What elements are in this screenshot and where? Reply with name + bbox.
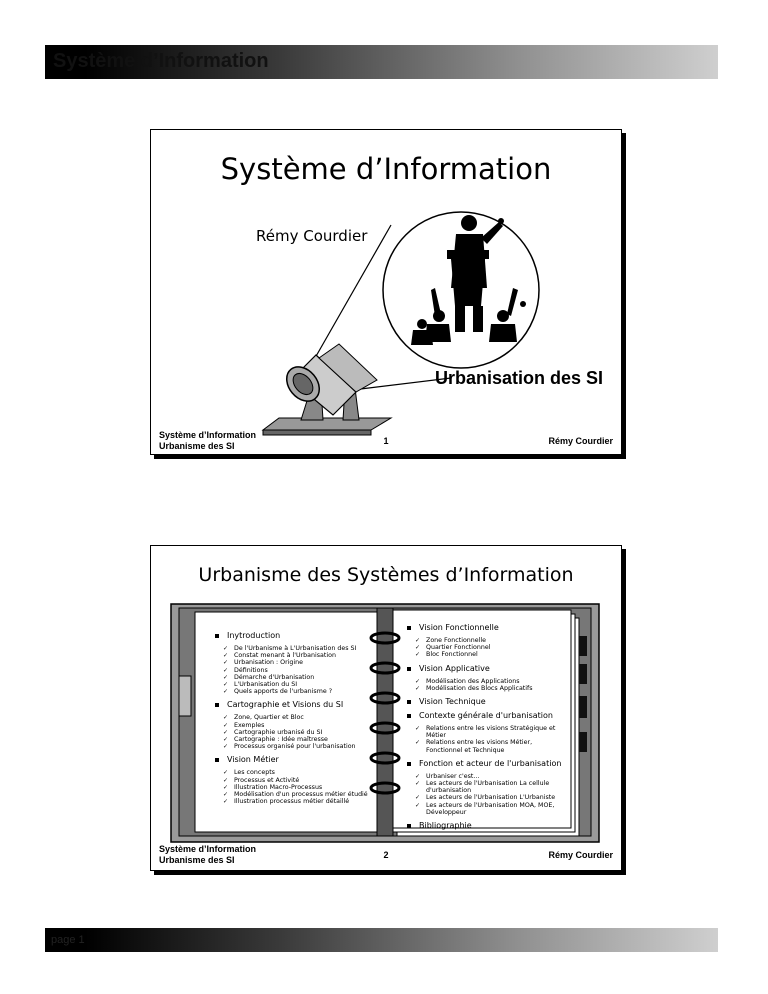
slide-1-subtitle: Urbanisation des SI <box>434 368 603 388</box>
slide-2-page-number: 2 <box>383 850 389 860</box>
toc-item: De l'Urbanisme à L'Urbanisation des SI <box>215 645 375 652</box>
header-bar: Système d’Information <box>45 45 718 79</box>
slide-1-footer-left: Système d’Information Urbanisme des SI <box>159 430 256 452</box>
header-title: Système d’Information <box>53 50 269 72</box>
toc-section-title: Vision Métier <box>215 756 375 764</box>
toc-item: Zone, Quartier et Bloc <box>215 714 375 721</box>
toc-item: Zone Fonctionnelle <box>407 637 567 644</box>
toc-section: Inytroduction De l'Urbanisme à L'Urbanis… <box>215 632 375 696</box>
footer-bar: page 1 <box>45 928 718 952</box>
toc-item: Processus et Activité <box>215 777 375 784</box>
toc-left-column: Inytroduction De l'Urbanisme à L'Urbanis… <box>215 632 375 811</box>
toc-item: Constat menant à l'Urbanisation <box>215 652 375 659</box>
slide-2-title: Urbanisme des Systèmes d’Information <box>198 564 574 586</box>
footer-course: Système d’Information <box>159 430 257 440</box>
binder-rings <box>369 631 401 795</box>
speaker-icon <box>411 215 526 345</box>
toc-section: Fonction et acteur de l'urbanisation Urb… <box>407 759 567 816</box>
toc-section: Vision Technique <box>407 698 567 706</box>
toc-item: Processus organisé pour l'urbanisation <box>215 743 375 750</box>
toc-section-title: Vision Fonctionnelle <box>407 624 567 632</box>
toc-item: Démarche d'Urbanisation <box>215 674 375 681</box>
toc-right-column: Vision Fonctionnelle Zone Fonctionnelle … <box>407 624 567 836</box>
toc-section-title: Vision Applicative <box>407 664 567 673</box>
toc-section: Vision Fonctionnelle Zone Fonctionnelle … <box>407 624 567 659</box>
toc-section-title: Contexte générale d'urbanisation <box>407 712 567 720</box>
toc-section: Vision Applicative Modélisation des Appl… <box>407 664 567 692</box>
slide-1-footer-author: Rémy Courdier <box>548 436 613 446</box>
footer-course: Système d’Information <box>159 844 257 854</box>
projector-illustration <box>261 211 540 436</box>
slide-2: Urbanisme des Systèmes d’Information Iny… <box>150 545 622 871</box>
toc-section: Bibliographie <box>407 822 567 830</box>
toc-item: Bloc Fonctionnel <box>407 651 567 658</box>
toc-item: Quels apports de l'urbanisme ? <box>215 688 375 695</box>
toc-item: L'Urbanisation du SI <box>215 681 375 688</box>
footer-module: Urbanisme des SI <box>159 441 235 451</box>
toc-section: Cartographie et Visions du SI Zone, Quar… <box>215 701 375 751</box>
toc-item: Modélisation des Blocs Applicatifs <box>407 685 567 692</box>
toc-section-title: Vision Technique <box>407 698 567 706</box>
toc-item: Quartier Fonctionnel <box>407 644 567 651</box>
toc-item: Illustration Macro-Processus <box>215 784 375 791</box>
toc-section-title: Inytroduction <box>215 632 375 640</box>
slide-2-footer-left: Système d’Information Urbanisme des SI <box>159 844 256 866</box>
toc-item: Cartographie : Idée maîtresse <box>215 736 375 743</box>
toc-item: Les concepts <box>215 769 375 776</box>
toc-item: Urbanisation : Origine <box>215 659 375 666</box>
toc-item: Urbaniser c'est… <box>407 773 567 780</box>
slide-2-footer-author: Rémy Courdier <box>548 850 613 860</box>
slide-1-title: Système d’Information <box>220 152 552 186</box>
toc-section-title: Bibliographie <box>407 822 567 830</box>
toc-item: Les acteurs de l'Urbanisation L'Urbanist… <box>407 794 567 801</box>
toc-section-title: Fonction et acteur de l'urbanisation <box>407 759 567 768</box>
toc-section: Contexte générale d'urbanisation Relatio… <box>407 712 567 754</box>
page-label: page 1 <box>51 934 85 946</box>
toc-item: Modélisation des Applications <box>407 678 567 685</box>
toc-item: Modélisation d'un processus métier étudi… <box>215 791 375 798</box>
toc-item: Définitions <box>215 667 375 674</box>
toc-item: Illustration processus métier détaillé <box>215 798 375 805</box>
toc-section: Vision Métier Les concepts Processus et … <box>215 756 375 806</box>
footer-module: Urbanisme des SI <box>159 855 235 865</box>
toc-item: Relations entre les visions Métier, Fonc… <box>407 739 567 753</box>
slide-1: Système d’Information Rémy Courdier Urba… <box>150 129 622 455</box>
slide-1-author: Rémy Courdier <box>256 227 368 245</box>
toc-item: Exemples <box>215 722 375 729</box>
toc-item: Les acteurs de l'Urbanisation La cellule… <box>407 780 567 794</box>
toc-item: Cartographie urbanisé du SI <box>215 729 375 736</box>
projector-icon <box>261 343 393 436</box>
slide-1-page-number: 1 <box>383 436 389 446</box>
toc-section-title: Cartographie et Visions du SI <box>215 701 375 709</box>
toc-item: Relations entre les visions Stratégique … <box>407 725 567 739</box>
toc-item: Les acteurs de l'Urbanisation MOA, MOE, … <box>407 802 567 816</box>
